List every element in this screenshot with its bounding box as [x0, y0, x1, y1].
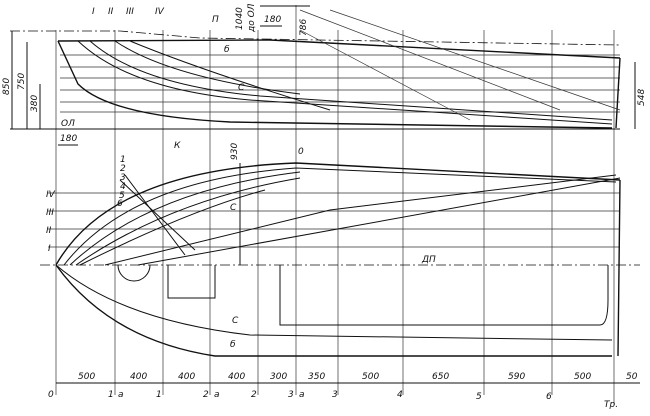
- station-label: 1: [108, 390, 114, 400]
- dim-750: 750: [17, 73, 27, 90]
- station-label: 1: [156, 390, 162, 400]
- station-label: a: [299, 390, 305, 400]
- chine-b-label: б: [230, 340, 236, 350]
- station-label: 3: [288, 390, 294, 400]
- chine-c-plan: [79, 189, 266, 266]
- buttock-label: IV: [155, 7, 165, 17]
- deck-line: [57, 39, 621, 59]
- buttock-label: I: [92, 7, 95, 17]
- hull-b-lower: [55, 264, 612, 357]
- hull-c-lower: [55, 264, 613, 341]
- sheer-line: [10, 30, 621, 46]
- dim-850: 850: [2, 78, 12, 95]
- keel-line: [57, 40, 613, 129]
- spacing-label: 590: [508, 372, 525, 382]
- dim-1040: 1040: [235, 7, 245, 30]
- station-label: 2: [251, 390, 257, 400]
- buttock-label: III: [126, 7, 134, 17]
- spacing-label: 500: [362, 372, 379, 382]
- centerline-label: ДП: [421, 255, 436, 265]
- station-label: 5: [476, 392, 482, 402]
- station-label: a: [118, 390, 124, 400]
- chine-c-label: С: [232, 316, 239, 326]
- spacing-label: 50: [626, 372, 638, 382]
- buttock-label: IV: [46, 190, 56, 200]
- waterline-label: 6: [117, 199, 123, 209]
- spacing-label: 350: [308, 372, 325, 382]
- spacing-label: 400: [130, 372, 147, 382]
- spacing-label: 300: [270, 372, 287, 382]
- chine-c-label: С: [230, 203, 237, 213]
- chine-c: [77, 40, 613, 125]
- buttock-label: I: [48, 244, 51, 254]
- keel-label: К: [174, 141, 181, 151]
- spacing-label: 650: [432, 372, 449, 382]
- plan-view: 1 2 3 4 5 6 IV III II I ДП С С б 930 0: [40, 143, 640, 357]
- dim-180-bow: 180: [60, 134, 77, 144]
- baseline-label: ОЛ: [61, 119, 75, 129]
- station-label: 2: [203, 390, 209, 400]
- dim-1040-note: до ОЛ: [247, 3, 257, 33]
- dim-548: 548: [637, 89, 647, 106]
- station-label: a: [214, 390, 220, 400]
- transom-profile: [615, 57, 621, 129]
- station-lines: [55, 5, 615, 405]
- station-label: 3: [332, 390, 338, 400]
- chine-c-label: С: [238, 83, 245, 93]
- station-label: 6: [546, 392, 552, 402]
- spacing-label: 400: [178, 372, 195, 382]
- dim-180: 180: [264, 15, 281, 25]
- deck-half-breadth: [55, 162, 621, 266]
- waterline-label: 4: [120, 182, 126, 192]
- station-label: 0: [48, 390, 54, 400]
- buttock-label: III: [46, 208, 54, 218]
- station-label: 4: [397, 390, 403, 400]
- dim-930: 930: [230, 143, 240, 160]
- waterline-label: 2: [120, 164, 126, 174]
- spacing-label: 500: [574, 372, 591, 382]
- waterline-label: 3: [120, 173, 126, 183]
- dim-786: 786: [299, 19, 309, 36]
- sheer-label: П: [212, 15, 219, 25]
- waterline-label: 1: [120, 155, 126, 165]
- station-label: Тр.: [604, 400, 618, 410]
- profile-view: I II III IV П б С К ОЛ 850 750 380 180 1…: [2, 3, 647, 151]
- spacing-label: 500: [78, 372, 95, 382]
- station-dimension-chain: 500 400 400 400 300 350 500 650 590 500 …: [48, 372, 640, 410]
- transom-plan: [617, 179, 621, 357]
- dim-380: 380: [30, 95, 40, 112]
- stem-point-label: 0: [298, 147, 304, 157]
- chine-b-label: б: [224, 45, 230, 55]
- spacing-label: 400: [228, 372, 245, 382]
- buttock-label: II: [46, 226, 52, 236]
- buttock-label: II: [108, 7, 114, 17]
- waterline-label: 5: [119, 191, 125, 201]
